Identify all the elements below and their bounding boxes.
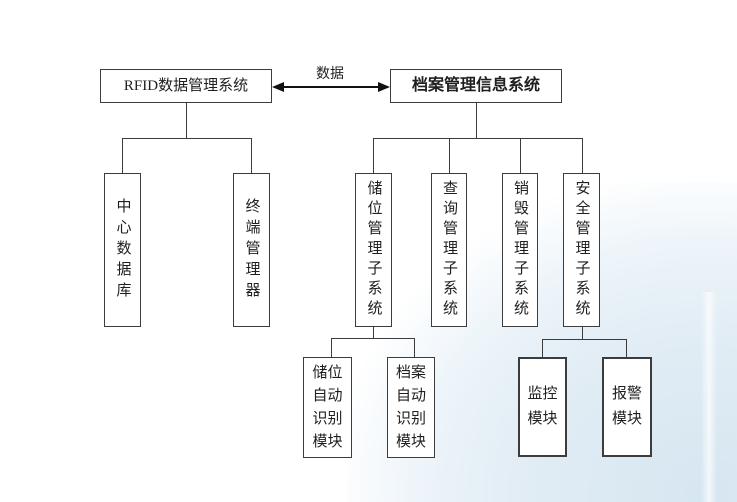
- connector-archive-down: [476, 103, 477, 138]
- node-rfid-system: RFID数据管理系统: [100, 69, 272, 103]
- connector-archive-rail: [373, 138, 583, 139]
- node-terminal-manager: 终端管理器: [233, 173, 270, 327]
- node-storage-subsystem: 储位管理子系统: [355, 173, 392, 327]
- connector-storage-down: [373, 327, 374, 339]
- connector-to-security-subsystem: [582, 138, 583, 173]
- data-flow-arrow-shaft: [283, 86, 379, 88]
- node-storage-auto-id-module-label: 储位自动识别模块: [312, 364, 343, 450]
- connector-rfid-rail: [122, 138, 252, 139]
- corner-highlight-streak: [701, 292, 717, 502]
- connector-to-archive-auto-id: [414, 338, 415, 357]
- arrow-left-head-icon: [272, 82, 284, 92]
- connector-rfid-down: [186, 103, 187, 138]
- node-archive-system: 档案管理信息系统: [390, 69, 562, 103]
- arrow-right-head-icon: [378, 82, 390, 92]
- connector-to-destroy-subsystem: [520, 138, 521, 173]
- node-central-database: 中心数据库: [104, 173, 141, 327]
- node-monitor-module: 监控模块: [518, 357, 567, 457]
- connector-to-storage-subsystem: [373, 138, 374, 173]
- connector-to-central-database: [122, 138, 123, 173]
- node-destroy-subsystem-label: 销毁管理子系统: [512, 180, 528, 320]
- node-destroy-subsystem: 销毁管理子系统: [502, 173, 538, 327]
- node-archive-auto-id-module-label: 档案自动识别模块: [395, 364, 426, 450]
- node-security-subsystem-label: 安全管理子系统: [573, 180, 590, 320]
- node-storage-auto-id-module: 储位自动识别模块: [303, 357, 352, 458]
- node-security-subsystem: 安全管理子系统: [563, 173, 600, 327]
- connector-to-alarm-module: [626, 339, 627, 357]
- node-archive-auto-id-module: 档案自动识别模块: [387, 357, 435, 458]
- connector-security-rail: [542, 339, 626, 340]
- connector-to-monitor-module: [542, 339, 543, 357]
- node-query-subsystem-label: 查询管理子系统: [441, 180, 457, 320]
- node-query-subsystem: 查询管理子系统: [431, 173, 467, 327]
- node-terminal-manager-label: 终端管理器: [243, 197, 260, 303]
- node-alarm-module-label: 报警模块: [611, 386, 642, 427]
- connector-to-query-subsystem: [449, 138, 450, 173]
- node-alarm-module: 报警模块: [602, 357, 652, 457]
- node-rfid-system-label: RFID数据管理系统: [123, 78, 249, 94]
- node-monitor-module-label: 监控模块: [527, 386, 558, 427]
- connector-security-down: [582, 327, 583, 340]
- connector-storage-rail: [331, 338, 415, 339]
- connector-to-storage-auto-id: [331, 338, 332, 357]
- node-central-database-label: 中心数据库: [114, 197, 131, 303]
- data-flow-label: 数据: [316, 67, 344, 82]
- node-storage-subsystem-label: 储位管理子系统: [365, 180, 382, 320]
- node-archive-system-label: 档案管理信息系统: [411, 77, 540, 95]
- connector-to-terminal-manager: [251, 138, 252, 173]
